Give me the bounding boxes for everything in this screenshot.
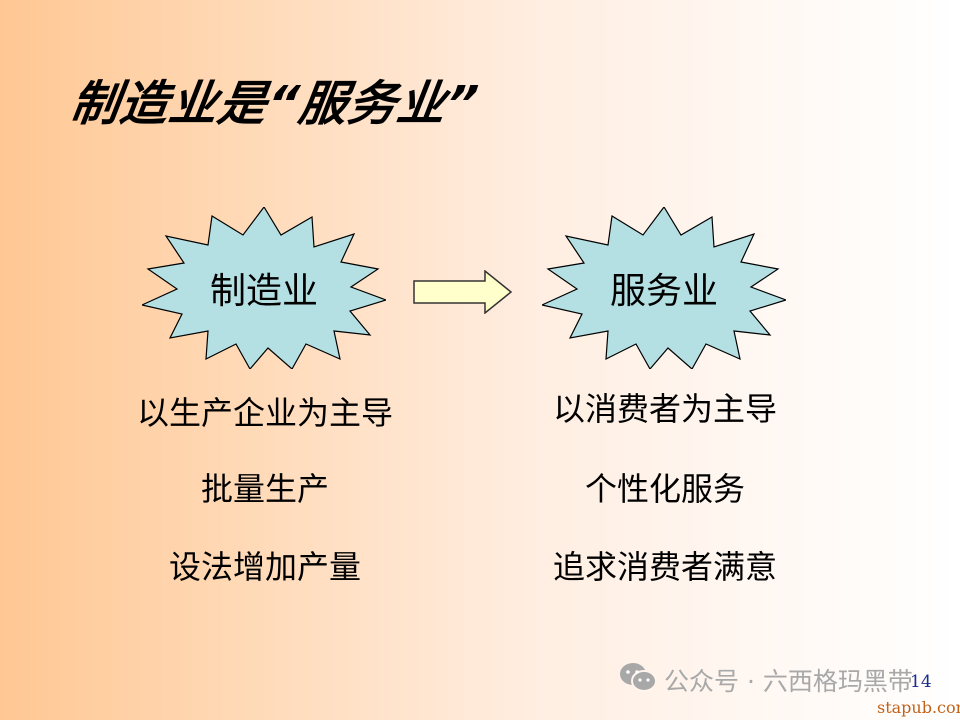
slide-title: 制造业是“服务业” xyxy=(67,76,483,132)
site-credit: stapub.com xyxy=(877,698,960,717)
service-burst: 服务业 xyxy=(542,207,786,369)
right-arrow-icon xyxy=(413,269,513,315)
trait-item: 批量生产 xyxy=(200,470,329,508)
trait-item: 以消费者为主导 xyxy=(552,390,777,428)
starburst-shape-icon xyxy=(542,207,786,369)
wechat-icon xyxy=(618,662,658,698)
burst-label: 制造业 xyxy=(209,271,318,312)
watermark: 公众号 · 六西格玛黑带 xyxy=(618,662,913,698)
page-number: 14 xyxy=(910,672,932,692)
burst-label: 服务业 xyxy=(609,271,718,312)
trait-item: 追求消费者满意 xyxy=(552,548,777,586)
trait-item: 个性化服务 xyxy=(584,470,745,508)
trait-item: 设法增加产量 xyxy=(168,548,361,586)
manufacturing-burst: 制造业 xyxy=(142,207,386,369)
trait-item: 以生产企业为主导 xyxy=(136,394,393,432)
watermark-text: 公众号 · 六西格玛黑带 xyxy=(664,667,913,696)
starburst-shape-icon xyxy=(142,207,386,369)
